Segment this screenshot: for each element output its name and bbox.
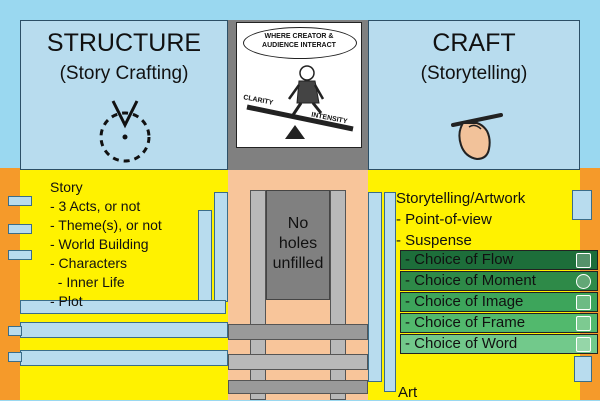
right-bar xyxy=(572,190,592,220)
craft-panel: CRAFT (Storytelling) xyxy=(368,20,580,170)
right-bar xyxy=(368,192,382,382)
choice-label: - Choice of Image xyxy=(405,293,523,310)
story-item: - 3 Acts, or not xyxy=(50,197,162,216)
choice-row: - Choice of Image xyxy=(400,292,598,312)
choice-label: - Choice of Moment xyxy=(405,272,536,289)
story-item: - World Building xyxy=(50,235,162,254)
caption-line2: AUDIENCE INTERACT xyxy=(237,42,361,49)
cartoon-panel: WHERE CREATOR & AUDIENCE INTERACT CLARIT… xyxy=(236,22,362,148)
right-bar xyxy=(384,192,396,392)
choice-row: - Choice of Frame xyxy=(400,313,598,333)
left-bar xyxy=(8,196,32,206)
center-maze-horizontal xyxy=(228,380,368,394)
center-maze-horizontal xyxy=(228,354,368,370)
storytelling-list: Storytelling/Artwork - Point-of-view - S… xyxy=(396,188,525,251)
structure-subtitle: (Story Crafting) xyxy=(21,63,227,85)
speech-icon xyxy=(576,337,591,352)
clock-icon xyxy=(576,274,591,289)
dashed-circle-icon xyxy=(95,93,155,165)
no-holes-line2: holes xyxy=(267,235,329,253)
no-holes-line1: No xyxy=(267,215,329,233)
story-item: - Characters xyxy=(50,254,162,273)
story-item: - Inner Life xyxy=(50,273,162,292)
center-maze-horizontal xyxy=(228,324,368,340)
structure-panel: STRUCTURE (Story Crafting) xyxy=(20,20,228,170)
hand-holding-pen-icon xyxy=(449,95,503,161)
flow-icon xyxy=(576,253,591,268)
story-list: Story - 3 Acts, or not - Theme(s), or no… xyxy=(50,178,162,311)
left-bar xyxy=(8,352,22,362)
left-bar xyxy=(198,210,212,302)
choice-row: - Choice of Word xyxy=(400,334,598,354)
structure-title: STRUCTURE xyxy=(21,29,227,58)
pen-icon xyxy=(576,295,591,310)
right-bar xyxy=(574,356,592,382)
left-bar xyxy=(20,350,228,366)
storytelling-item: - Suspense xyxy=(396,230,525,251)
choice-label: - Choice of Frame xyxy=(405,314,525,331)
left-bar xyxy=(8,224,32,234)
story-item: - Plot xyxy=(50,292,162,311)
choice-row: - Choice of Moment xyxy=(400,271,598,291)
craft-title: CRAFT xyxy=(369,29,579,58)
caption-line1: WHERE CREATOR & xyxy=(237,33,361,40)
no-holes-line3: unfilled xyxy=(267,255,329,273)
left-bar xyxy=(20,322,228,338)
storytelling-item: - Point-of-view xyxy=(396,209,525,230)
choice-row: - Choice of Flow xyxy=(400,250,598,270)
choice-label: - Choice of Word xyxy=(405,335,517,352)
no-holes-box: No holes unfilled xyxy=(266,190,330,300)
story-item: Story xyxy=(50,178,162,197)
left-bar xyxy=(8,326,22,336)
storytelling-item: Storytelling/Artwork xyxy=(396,188,525,209)
magnifier-icon xyxy=(576,316,591,331)
left-bar xyxy=(214,192,228,302)
left-bar xyxy=(8,250,32,260)
choice-label: - Choice of Flow xyxy=(405,251,513,268)
craft-subtitle: (Storytelling) xyxy=(369,63,579,85)
art-label: Art xyxy=(398,384,417,401)
story-item: - Theme(s), or not xyxy=(50,216,162,235)
